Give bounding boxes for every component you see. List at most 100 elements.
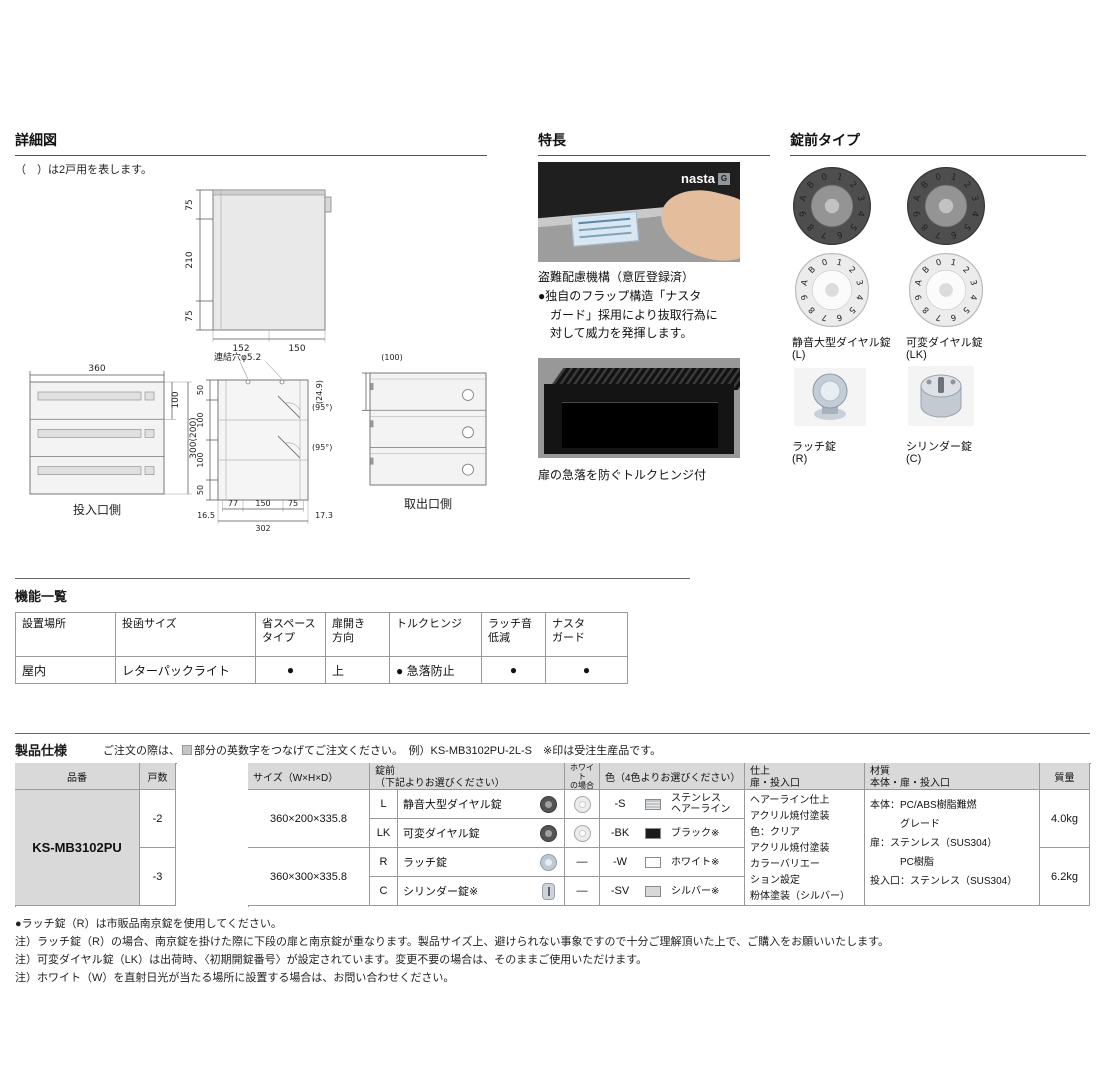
color-swatch [645,827,661,839]
spec-size-3: 360×300×335.8 [248,848,370,906]
svg-text:3: 3 [854,279,865,287]
svg-text:7: 7 [821,312,829,323]
dim-left-100-b: 100 [196,452,205,467]
svg-text:5: 5 [961,221,972,232]
function-section-title: 機能一覧 [15,589,68,604]
spec-size-2: 360×200×335.8 [248,790,370,848]
footnote-latch-padlock: ●ラッチ錠（R）は市販品南京錠を使用してください。 [15,918,282,930]
lock-white-icon [573,824,591,842]
spec-header-finish: 仕上 扉・投入口 [745,763,865,790]
svg-text:3: 3 [855,194,866,202]
dim-front-100: 100 [171,391,181,408]
dim-302: 302 [255,524,270,533]
svg-text:A: A [913,278,924,286]
svg-text:0: 0 [935,257,943,268]
spec-lock-name: 可変ダイヤル錠 [398,819,533,848]
spec-material-cell: 本体：PC/ABS樹脂難燃 グレード 扉：ステンレス（SUS304） PC樹脂 … [865,790,1040,906]
cylinder-lock-photo [908,366,974,426]
spec-color-code: -W [600,848,640,877]
dim-angle-top: (95°) [312,403,332,412]
color-swatch [645,885,661,897]
fth-torque-hinge: トルクヒンジ [389,612,482,657]
spec-lock-name: ラッチ錠 [398,848,533,877]
spec-color-name: ブラック※ [666,819,745,848]
svg-text:B: B [806,180,817,191]
dim-16-5: 16.5 [197,511,215,520]
svg-text:8: 8 [806,221,817,232]
spec-lock-icon-cell [533,877,565,906]
feature-desc-flap: ●独自のフラップ構造「ナスタ ガード」採用により抜取行為に 対して威力を発揮しま… [538,289,718,341]
spec-color-swatch-cell [640,819,666,848]
dim-front-300-200: 300(200) [189,417,199,458]
spec-header-lock: 錠前 （下記よりお選びください） [370,763,565,790]
svg-text:B: B [920,264,931,275]
dim-angle-bottom: (95°) [312,443,332,452]
dim-side-75-top: 75 [185,199,195,210]
svg-text:4: 4 [968,294,979,302]
dim-150: 150 [255,499,270,508]
label-outlet-side: 取出口側 [404,497,452,511]
svg-text:6: 6 [835,229,843,240]
dim-17-3: 17.3 [315,511,333,520]
fth-latch-noise: ラッチ音 低減 [481,612,546,657]
spec-header-hinban: 品番 [15,763,140,790]
spec-model-number: KS-MB3102PU [15,790,140,906]
spec-color-swatch-cell [640,790,666,819]
svg-text:2: 2 [961,180,972,191]
fth-door-direction: 扉開き 方向 [325,612,390,657]
svg-text:A: A [798,194,809,202]
lock-white-dash: — [576,856,588,868]
ftd-door-direction: 上 [325,656,390,684]
dim-front-360: 360 [88,364,105,374]
svg-text:4: 4 [855,210,866,218]
footnote-dial-initial-code: 注）可変ダイヤル錠（LK）は出荷時、〈初期開錠番号〉が設定されています。変更不要… [15,954,648,966]
color-swatch [645,856,661,868]
lock-type-code-R: (R) [792,453,808,465]
lock-white-icon [573,795,591,813]
nasta-logo-badge: G [718,172,730,185]
svg-text:6: 6 [836,312,844,323]
lock-type-name-quiet-dial: 静音大型ダイヤル錠 [792,337,891,349]
svg-text:7: 7 [935,312,943,323]
dim-left-50-bottom: 50 [196,485,205,495]
svg-text:8: 8 [806,305,817,316]
lock-type-code-C: (C) [906,453,922,465]
spec-lock-code: C [370,877,398,906]
svg-text:B: B [806,264,817,275]
spec-color-name: シルバー※ [666,877,745,906]
label-connection-hole: 連結穴φ5.2 [214,351,261,363]
dim-side-75-bottom: 75 [185,310,195,321]
svg-text:6: 6 [950,312,958,323]
spec-color-name: ステンレス ヘアーライン [666,790,745,819]
dim-left-50-top: 50 [196,385,205,395]
lock-type-name-variable-dial: 可変ダイヤル錠 [906,337,983,349]
svg-text:2: 2 [847,264,858,275]
ftd-torque-hinge: ● 急落防止 [389,656,482,684]
mailbox-opening [562,402,718,448]
spec-header-kosu: 戸数 [140,763,176,790]
ftd-latch-noise: ● [481,656,546,684]
svg-text:5: 5 [847,221,858,232]
spec-lock-icon-cell [533,848,565,877]
color-swatch [645,798,661,810]
dim-side-210: 210 [185,251,195,268]
lock-icon [540,853,557,871]
svg-text:2: 2 [961,264,972,275]
svg-text:B: B [920,180,931,191]
spec-weight-3: 6.2kg [1040,848,1090,906]
svg-text:6: 6 [949,229,957,240]
spec-lock-white-cell: — [565,877,600,906]
svg-text:8: 8 [920,305,931,316]
lock-type-code-L: (L) [792,349,806,361]
divider [15,733,1090,734]
spec-order-note-post: 部分の英数字をつなげてご注文ください。 例）KS-MB3102PU-2L-S ※… [194,745,662,757]
spec-color-swatch-cell [640,877,666,906]
ftd-location: 屋内 [15,656,116,684]
dim-75: 75 [288,499,298,508]
lock-type-name-latch: ラッチ錠 [792,441,836,453]
lock-icon [542,882,555,900]
svg-text:1: 1 [836,257,844,268]
svg-text:7: 7 [820,229,828,240]
